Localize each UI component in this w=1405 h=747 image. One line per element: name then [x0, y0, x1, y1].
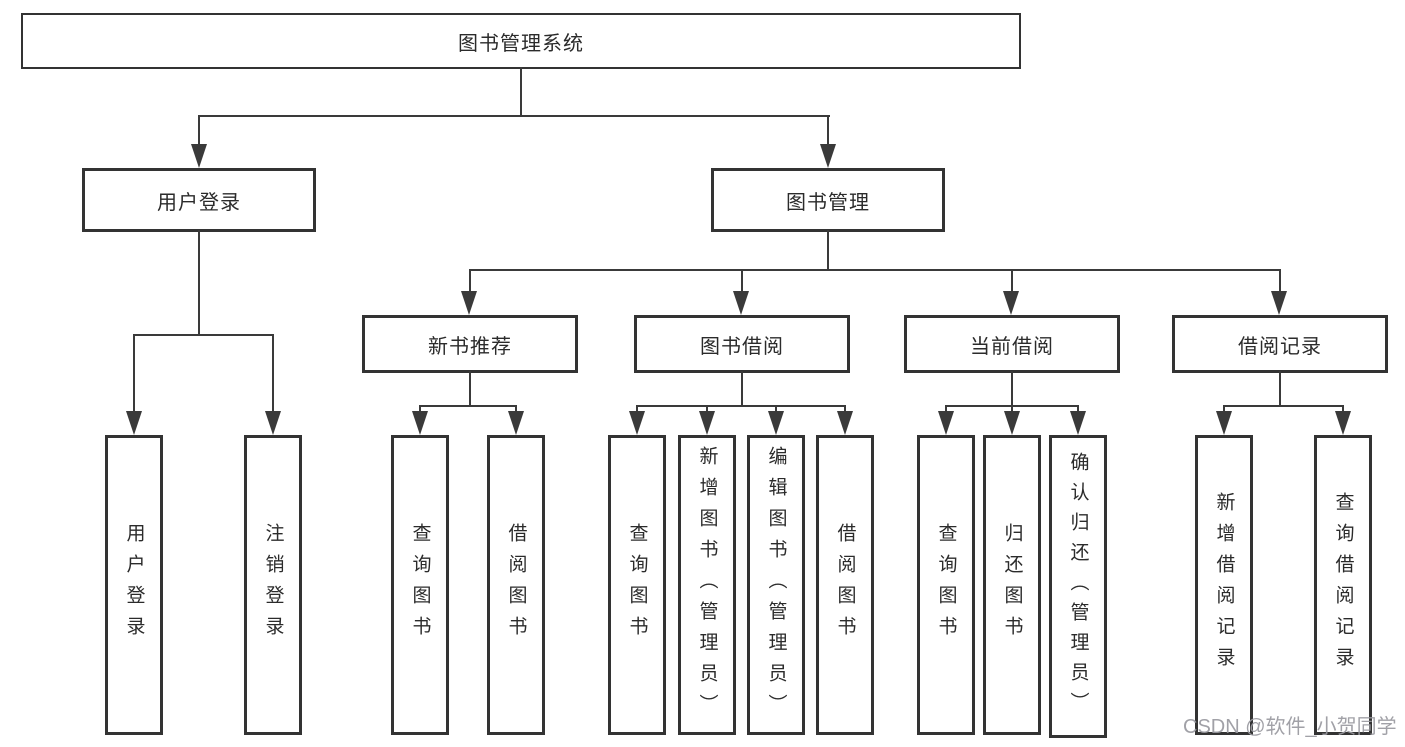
arrow-down-icon: [733, 291, 749, 315]
connector-stem-group: [1011, 269, 1013, 294]
connector-stem-book-management: [827, 115, 829, 146]
connector-group-trunk: [1011, 371, 1013, 407]
leaf-label: 查询图书: [626, 523, 648, 647]
leaf-label: 查询图书: [935, 523, 957, 647]
arrow-down-icon: [1216, 411, 1232, 435]
connector-book-management-trunk: [827, 230, 829, 271]
csdn-watermark: CSDN @软件_小贺同学: [1183, 716, 1397, 738]
leaf-add-book-admin: 新增图书（管理员）: [678, 435, 736, 735]
connector-stem-leaf: [706, 405, 708, 415]
leaf-edit-book-admin: 编辑图书（管理员）: [747, 435, 805, 735]
connector-stem-leaf: [419, 405, 421, 415]
node-label: 用户登录: [157, 191, 241, 214]
connector-stem-group: [469, 269, 471, 294]
connector-stem-leaf: [844, 405, 846, 415]
arrow-down-icon: [837, 411, 853, 435]
leaf-return-book: 归还图书: [983, 435, 1041, 735]
node-label: 新书推荐: [428, 335, 512, 358]
leaf-query-books: 查询图书: [608, 435, 666, 735]
connector-stem-leaf: [1342, 405, 1344, 415]
leaf-confirm-return-admin: 确认归还（管理员）: [1049, 435, 1107, 738]
leaf-label: 注销登录: [262, 523, 284, 647]
connector-user-login-hline: [133, 334, 274, 336]
connector-stem-group: [741, 269, 743, 294]
connector-stem-leaf: [1011, 405, 1013, 415]
connector-stem-leaf: [272, 334, 274, 414]
leaf-label: 编辑图书（管理员）: [765, 445, 787, 725]
leaf-borrow-books: 借阅图书: [816, 435, 874, 735]
node-book-management: 图书管理: [711, 168, 945, 232]
arrow-down-icon: [508, 411, 524, 435]
connector-stem-leaf: [636, 405, 638, 415]
leaf-label: 新增图书（管理员）: [696, 445, 718, 725]
connector-stem-leaf: [133, 334, 135, 414]
connector-stem-leaf: [515, 405, 517, 415]
arrow-down-icon: [1335, 411, 1351, 435]
connector-group-hline: [419, 405, 517, 407]
connector-stem-leaf: [945, 405, 947, 415]
leaf-add-borrow-record: 新增借阅记录: [1195, 435, 1253, 735]
connector-group-hline: [636, 405, 846, 407]
connector-level1-hline: [198, 115, 830, 117]
node-current-borrowing: 当前借阅: [904, 315, 1120, 373]
arrow-down-icon: [938, 411, 954, 435]
node-label: 图书借阅: [700, 335, 784, 358]
arrow-down-icon: [412, 411, 428, 435]
arrow-down-icon: [1070, 411, 1086, 435]
node-book-borrowing: 图书借阅: [634, 315, 850, 373]
connector-group-trunk: [741, 371, 743, 407]
connector-stem-user-login: [198, 115, 200, 146]
arrow-down-icon: [699, 411, 715, 435]
leaf-label: 新增借阅记录: [1213, 492, 1235, 678]
connector-group-trunk: [1279, 371, 1281, 407]
node-label: 当前借阅: [970, 335, 1054, 358]
leaf-query-books: 查询图书: [391, 435, 449, 735]
node-library-management-system: 图书管理系统: [21, 13, 1021, 69]
arrow-down-icon: [461, 291, 477, 315]
leaf-label: 确认归还（管理员）: [1067, 451, 1089, 722]
connector-group-hline: [1223, 405, 1344, 407]
connector-stem-group: [1279, 269, 1281, 294]
leaf-logout: 注销登录: [244, 435, 302, 735]
connector-user-login-trunk: [198, 230, 200, 335]
node-label: 图书管理系统: [458, 32, 584, 55]
leaf-query-books: 查询图书: [917, 435, 975, 735]
arrow-down-icon: [265, 411, 281, 435]
leaf-user-login: 用户登录: [105, 435, 163, 735]
arrow-down-icon: [126, 411, 142, 435]
node-borrowing-records: 借阅记录: [1172, 315, 1388, 373]
leaf-label: 归还图书: [1001, 523, 1023, 647]
leaf-label: 借阅图书: [505, 523, 527, 647]
arrow-down-icon: [1003, 291, 1019, 315]
connector-group-trunk: [469, 371, 471, 407]
arrow-down-icon: [768, 411, 784, 435]
leaf-borrow-books: 借阅图书: [487, 435, 545, 735]
arrow-down-icon: [820, 144, 836, 168]
arrow-down-icon: [1004, 411, 1020, 435]
node-label: 借阅记录: [1238, 335, 1322, 358]
connector-stem-leaf: [1077, 405, 1079, 415]
leaf-label: 用户登录: [123, 523, 145, 647]
connector-stem-leaf: [1223, 405, 1225, 415]
arrow-down-icon: [1271, 291, 1287, 315]
connector-level2-hline: [469, 269, 1281, 271]
connector-root-trunk: [520, 67, 522, 117]
connector-stem-leaf: [775, 405, 777, 415]
leaf-label: 借阅图书: [834, 523, 856, 647]
leaf-label: 查询借阅记录: [1332, 492, 1354, 678]
leaf-label: 查询图书: [409, 523, 431, 647]
node-user-login: 用户登录: [82, 168, 316, 232]
leaf-query-borrow-record: 查询借阅记录: [1314, 435, 1372, 735]
node-new-book-recommendation: 新书推荐: [362, 315, 578, 373]
node-label: 图书管理: [786, 191, 870, 214]
arrow-down-icon: [191, 144, 207, 168]
arrow-down-icon: [629, 411, 645, 435]
